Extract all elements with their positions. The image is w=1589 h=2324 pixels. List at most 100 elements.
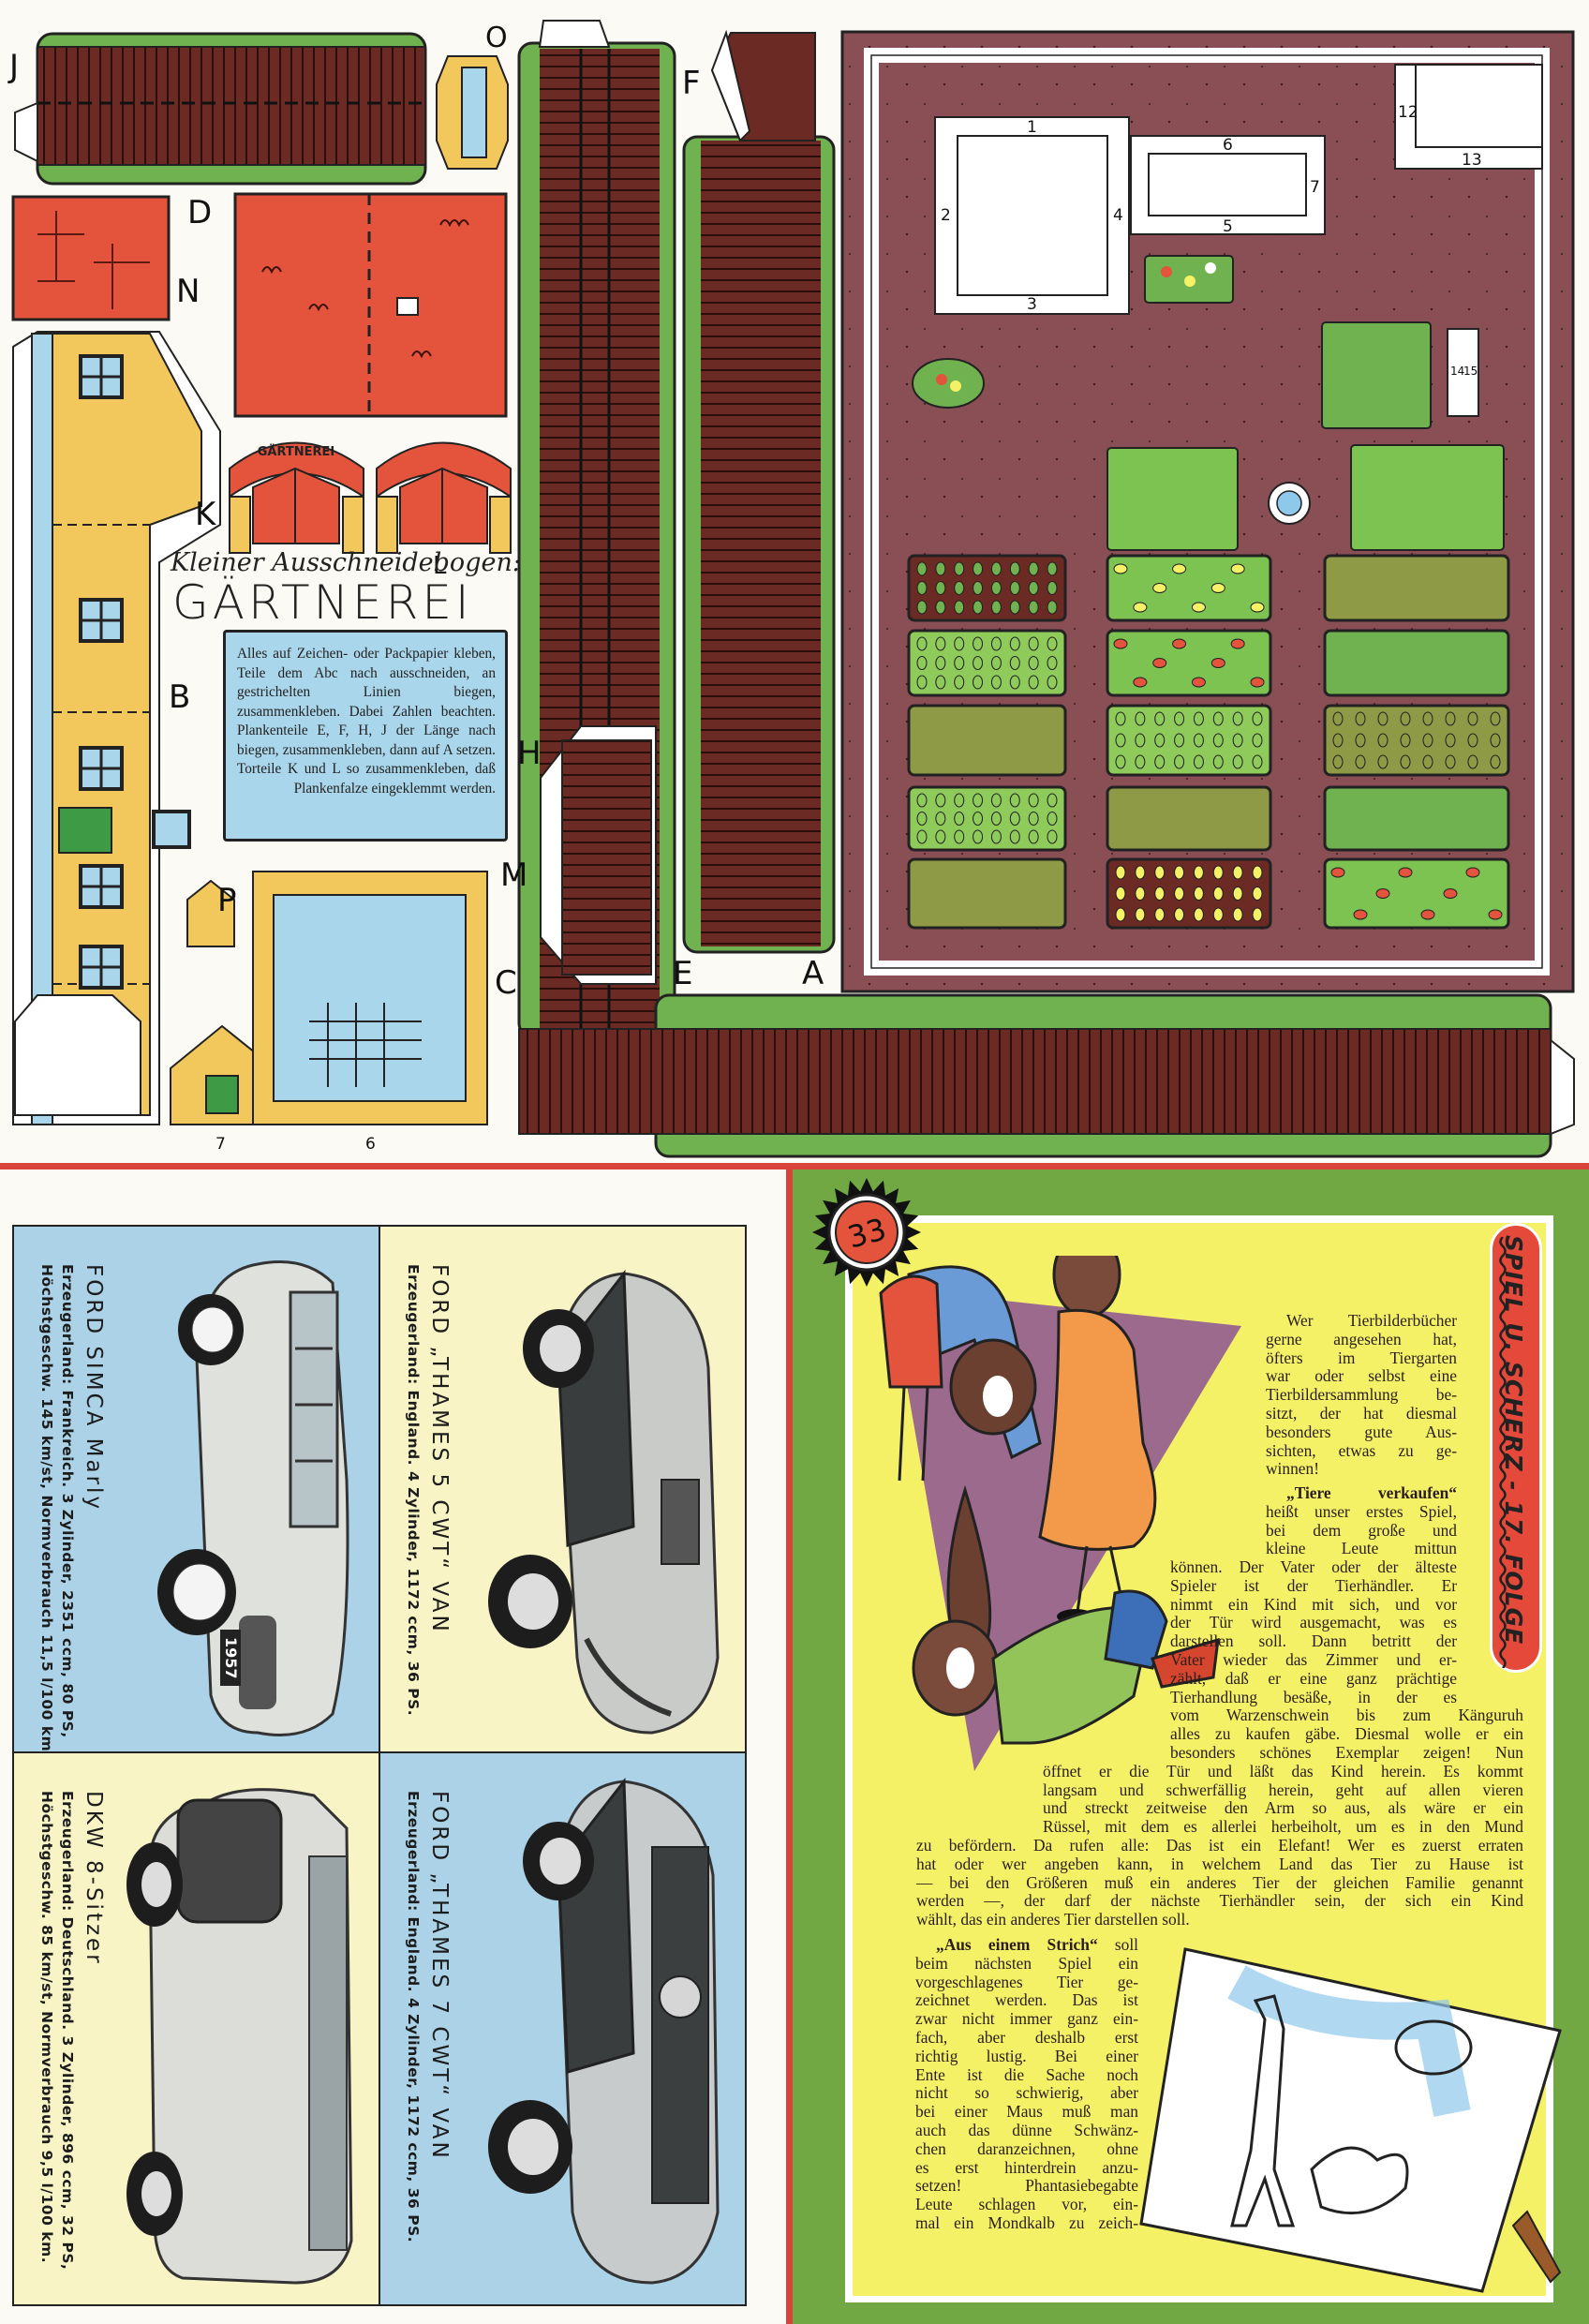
garden-bed xyxy=(907,785,1067,852)
garden-bed xyxy=(907,857,1067,930)
car-card-simca: FORD SIMCA Marly Erzeugerland: Frankreic… xyxy=(12,1225,380,1753)
instructions-box: Alles auf Zeichen- oder Packpapier klebe… xyxy=(223,630,508,842)
garden-bed xyxy=(1106,857,1272,930)
page-number-badge: 33 xyxy=(812,1178,921,1287)
text-line: Vater wieder das Zimmer und er- xyxy=(1170,1650,1457,1669)
divider-vertical xyxy=(786,1167,793,2324)
label-k: K xyxy=(195,496,217,533)
car-spec: Erzeugerland: England. 4 Zylinder, 1172 … xyxy=(405,1791,422,2243)
piece-o xyxy=(436,55,509,170)
fence-piece-h xyxy=(540,725,657,985)
sheet-title: GÄRTNEREI xyxy=(172,575,473,630)
text-line: nimmt ein Kind mit sich, und vor xyxy=(1170,1595,1457,1614)
garden-bed xyxy=(1106,704,1272,777)
text-line: winnen! xyxy=(1266,1460,1319,1479)
article-paragraph-3: „Aus einem Strich“ soll beim nächsten Sp… xyxy=(915,1936,1138,2233)
garden-number: 4 xyxy=(1113,206,1123,225)
label-l: L xyxy=(433,552,447,580)
car-spec: Erzeugerland: Deutschland. 3 Zylinder, 8… xyxy=(59,1791,76,2271)
car-caption: FORD „THAMES 7 CWT“ VAN Erzeugerland: En… xyxy=(403,1791,452,2242)
piece-number: 6 xyxy=(365,1135,376,1154)
text-line: hat oder wer angeben kann, in welchem La… xyxy=(916,1855,1523,1873)
label-a: A xyxy=(802,955,824,992)
text-line: bei einer Maus muß man xyxy=(915,2103,1138,2122)
garden-number: 5 xyxy=(1223,217,1233,236)
drawing-sheet-illustration xyxy=(1139,1947,1562,2293)
text-line: Spieler ist der Tierhändler. Er xyxy=(1170,1576,1457,1595)
text-line: heißt unser erstes Spiel, xyxy=(1266,1502,1457,1521)
piece-labels: J O D N B K L P M C H E A F xyxy=(7,22,824,1002)
text-line: zwar nicht immer ganz ein- xyxy=(915,2010,1138,2029)
label-h: H xyxy=(517,735,542,772)
car-image: 1957 xyxy=(157,1260,349,1736)
text-line: besonders schönes Exemplar zeigen! Nun xyxy=(1170,1743,1523,1762)
car-name: FORD „THAMES 5 CWT“ VAN xyxy=(427,1264,452,1634)
text-line: zählt, daß er eine ganz prächtige xyxy=(1170,1669,1457,1688)
text-line: bei dem große und xyxy=(1266,1521,1457,1540)
garden-number: 14 xyxy=(1450,365,1464,378)
cartoon-illustration xyxy=(879,1256,1241,1771)
car-caption: FORD SIMCA Marly Erzeugerland: Frankreic… xyxy=(37,1264,106,1751)
rabbit-character xyxy=(912,1484,1220,1745)
car-card-thames-5: FORD „THAMES 5 CWT“ VAN Erzeugerland: En… xyxy=(379,1225,747,1753)
garden-bed xyxy=(1323,629,1510,697)
text-line: zeichnet werden. Das ist xyxy=(915,1991,1138,2010)
garden-bed xyxy=(1323,554,1510,622)
garden-plot-a xyxy=(840,30,1575,993)
car-spec: Erzeugerland: England. 4 Zylinder, 1172 … xyxy=(405,1264,422,1717)
text-line: mal ein Mondkalb zu zeich- xyxy=(915,2213,1138,2232)
text-line: setzen! Phantasiebegabte xyxy=(915,2177,1138,2196)
car-spec: Erzeugerland: Frankreich. 3 Zylinder, 23… xyxy=(59,1264,76,1738)
duck-drawing xyxy=(1310,2146,1409,2215)
garden-bed xyxy=(1323,704,1510,777)
fence-piece-f xyxy=(682,29,836,954)
label-n: N xyxy=(176,273,200,310)
text-line: vom Warzenschwein bis zum Känguruh xyxy=(1170,1706,1523,1725)
garden-bed xyxy=(907,554,1067,622)
roof-piece-small xyxy=(11,195,171,321)
garden-number: 13 xyxy=(1462,151,1482,170)
fence-piece-bottom xyxy=(518,993,1575,1158)
divider-horizontal xyxy=(0,1163,1589,1169)
girl-character xyxy=(1038,1256,1157,1624)
car-name: FORD SIMCA Marly xyxy=(82,1264,106,1512)
text-line: fach, aber deshalb erst xyxy=(915,2028,1138,2047)
car-spec: Höchstgeschw. 85 km/st, Normverbrauch 9,… xyxy=(38,1791,55,2264)
garden-number: 12 xyxy=(1398,103,1418,122)
label-o: O xyxy=(485,22,508,54)
text-line: richtig lustig. Bei einer xyxy=(915,2047,1138,2065)
text-line: wählt, das ein anderes Tier darstellen s… xyxy=(916,1911,1190,1929)
giraffe-drawing xyxy=(1230,1994,1296,2227)
garden-bed xyxy=(907,704,1067,777)
label-p: P xyxy=(217,882,237,919)
label-e: E xyxy=(673,955,692,992)
label-b: B xyxy=(169,678,190,716)
garden-bed xyxy=(1106,554,1272,622)
car-image xyxy=(488,1269,720,1735)
garden-bed xyxy=(1106,785,1272,852)
series-title: SPIEL U. SCHERZ - 17. FOLGE xyxy=(1500,1235,1527,1646)
piece-number: 7 xyxy=(215,1135,226,1154)
garden-number: 3 xyxy=(1027,295,1037,314)
fence-piece-j xyxy=(14,32,427,186)
roof-piece-large xyxy=(233,192,508,418)
label-f: F xyxy=(682,65,701,102)
garden-bed xyxy=(1106,629,1272,697)
text-line: werden —, der darf der nächste Tierhändl… xyxy=(916,1892,1523,1911)
garden-number: 2 xyxy=(941,206,951,225)
series-banner: SPIEL U. SCHERZ - 17. FOLGE xyxy=(1490,1223,1542,1673)
text-line: Leute schlagen vor, ein- xyxy=(915,2196,1138,2214)
garden-bed xyxy=(1323,857,1510,930)
text-line: können. Der Vater oder der älteste xyxy=(1170,1558,1457,1576)
sheet-subtitle: Kleiner Ausschneidebogen: xyxy=(171,548,521,577)
text-line: kleine Leute mittun xyxy=(1266,1540,1457,1558)
text-line: darstellen soll. Dann betritt der xyxy=(1170,1632,1457,1651)
text-line: langsam und schwerfällig herein, geht au… xyxy=(1043,1780,1523,1799)
car-name: DKW 8-Sitzer xyxy=(82,1791,106,1966)
text-line: Rüssel, mit dem es allerlei herbeiholt, … xyxy=(1043,1818,1523,1837)
text-line: öffnet er die Tür und läßt das Kind here… xyxy=(1043,1762,1523,1780)
text-line: öfters im Tiergarten xyxy=(1266,1348,1457,1367)
car-image xyxy=(126,1788,353,2285)
label-c: C xyxy=(495,964,517,1002)
